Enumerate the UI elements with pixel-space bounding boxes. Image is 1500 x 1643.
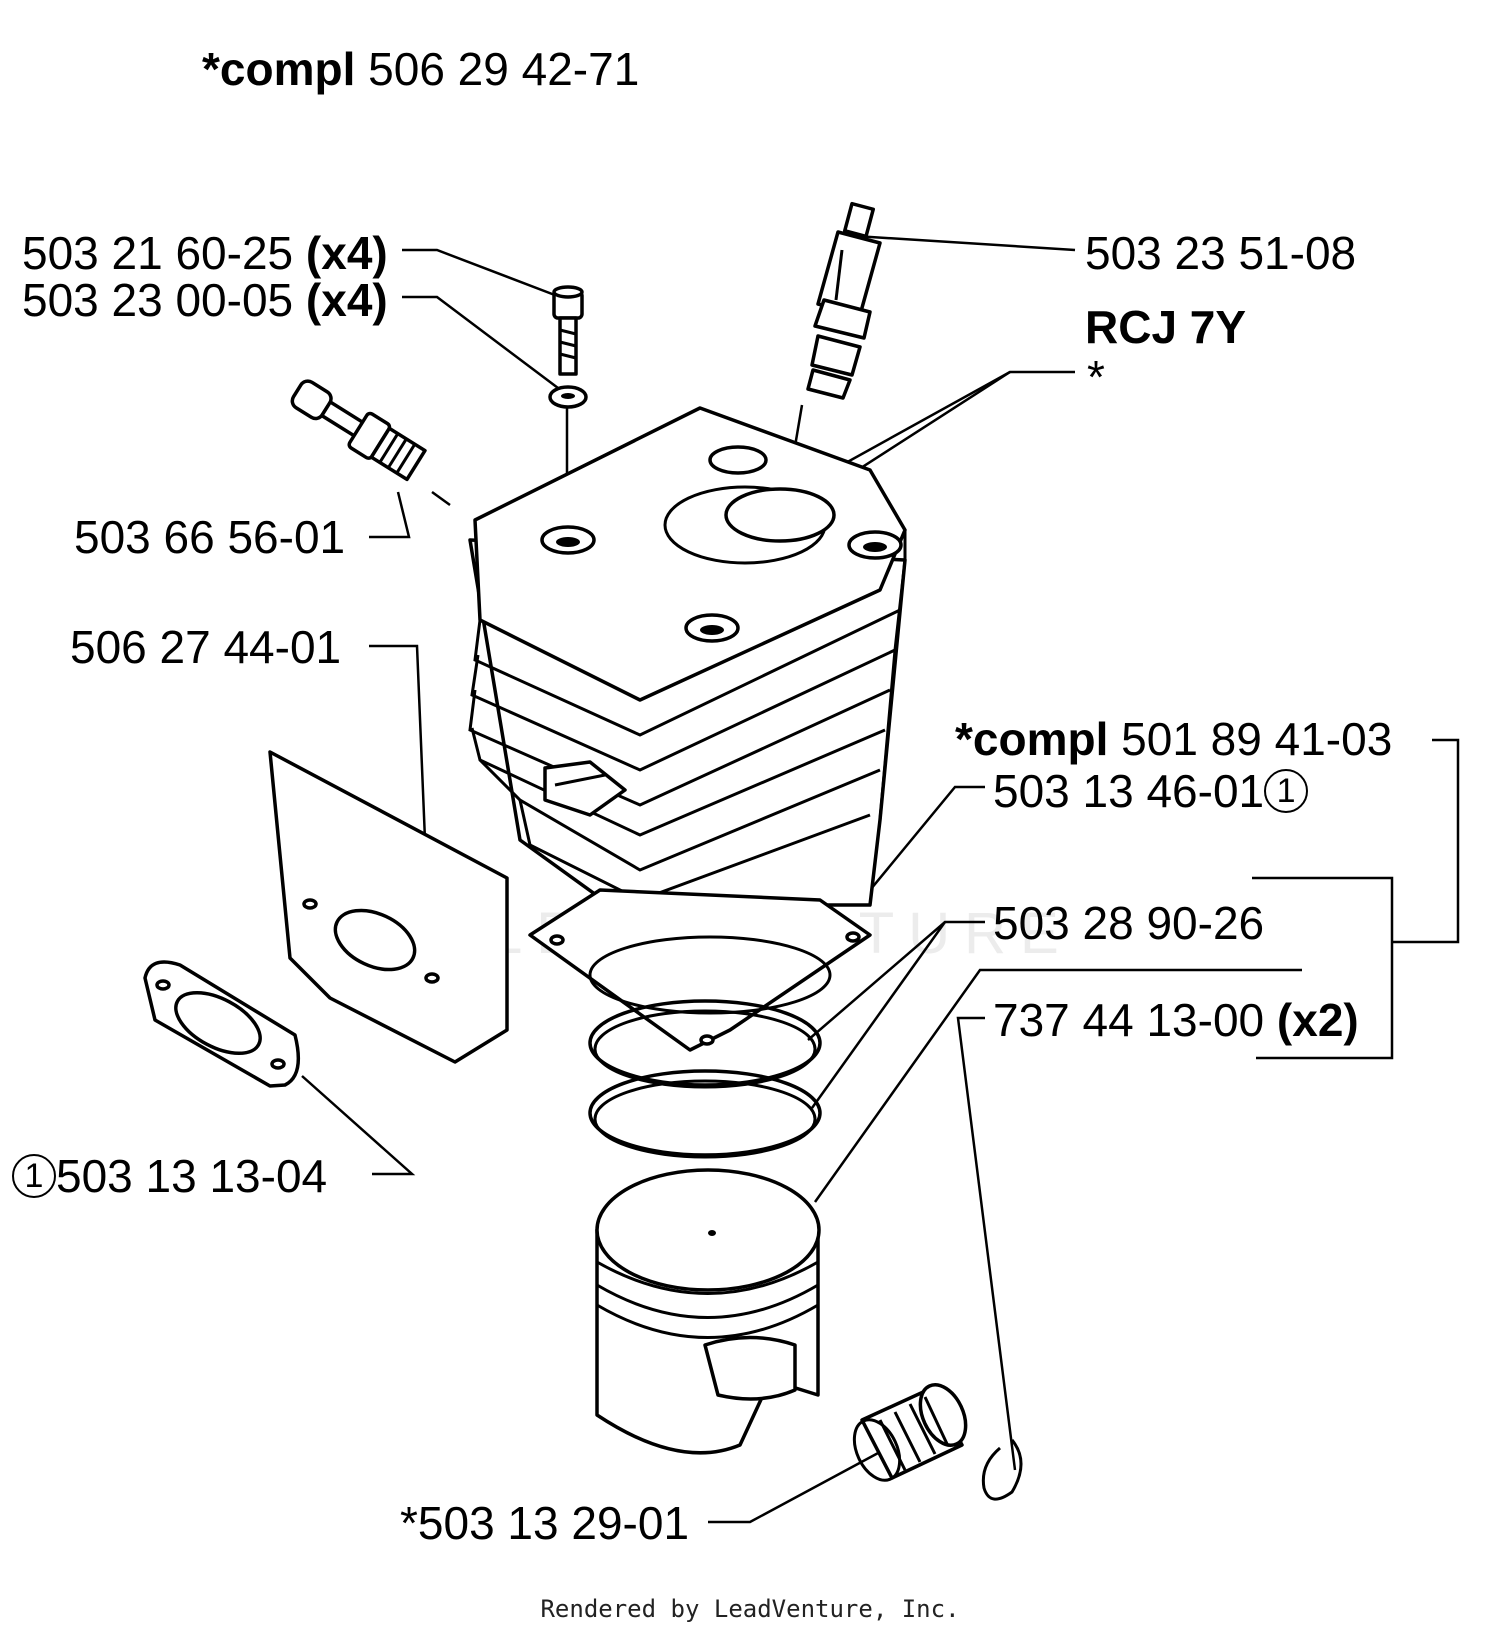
part-number: 503 23 00-05 xyxy=(22,274,294,326)
part-number: 503 21 60-25 xyxy=(22,227,294,279)
muffler-gasket xyxy=(143,960,301,1088)
part-number: 506 29 42-71 xyxy=(368,43,640,95)
label-screw: 503 21 60-25 (x4) xyxy=(22,228,388,278)
label-washer: 503 23 00-05 (x4) xyxy=(22,275,388,325)
leader-lines xyxy=(301,234,1460,1524)
spark-plug xyxy=(806,201,882,400)
label-circlip: 737 44 13-00 (x2) xyxy=(993,995,1359,1045)
circlip xyxy=(981,1439,1023,1501)
label-spark-plug-type: RCJ 7Y xyxy=(1085,301,1247,353)
part-number: 501 89 41-03 xyxy=(1121,713,1393,765)
quantity: (x2) xyxy=(1276,994,1359,1046)
part-number: 503 13 13-04 xyxy=(56,1150,328,1202)
compl-prefix: *compl xyxy=(202,43,356,95)
label-heat-shield: 506 27 44-01 xyxy=(70,621,342,673)
quantity: (x4) xyxy=(305,227,388,279)
screw-and-washer xyxy=(548,285,588,409)
part-number: 503 13 46-01 xyxy=(993,765,1265,817)
cylinder xyxy=(468,406,907,907)
quantity: (x4) xyxy=(305,274,388,326)
reference-circle: 1 xyxy=(1264,768,1309,813)
label-compl-top: *compl 506 29 42-71 xyxy=(202,44,639,94)
label-piston-ring: 503 28 90-26 xyxy=(993,897,1265,949)
label-compl-piston: *compl 501 89 41-03 xyxy=(955,714,1392,764)
piston-rings xyxy=(588,999,822,1159)
compl-prefix: *compl xyxy=(955,713,1109,765)
footer-credit: Rendered by LeadVenture, Inc. xyxy=(540,1595,960,1623)
decompression-valve xyxy=(290,379,427,482)
needle-bearing xyxy=(852,1383,968,1482)
label-cylinder-star: * xyxy=(1087,351,1105,403)
label-spark-plug: 503 23 51-08 xyxy=(1085,227,1357,279)
label-needle-bearing: *503 13 29-01 xyxy=(400,1497,690,1549)
cylinder-gasket xyxy=(528,888,872,1052)
piston xyxy=(595,1168,821,1455)
part-number: 737 44 13-00 xyxy=(993,994,1265,1046)
heat-shield xyxy=(268,750,509,1064)
label-decomp-valve: 503 66 56-01 xyxy=(74,511,346,563)
reference-circle: 1 xyxy=(12,1153,56,1198)
